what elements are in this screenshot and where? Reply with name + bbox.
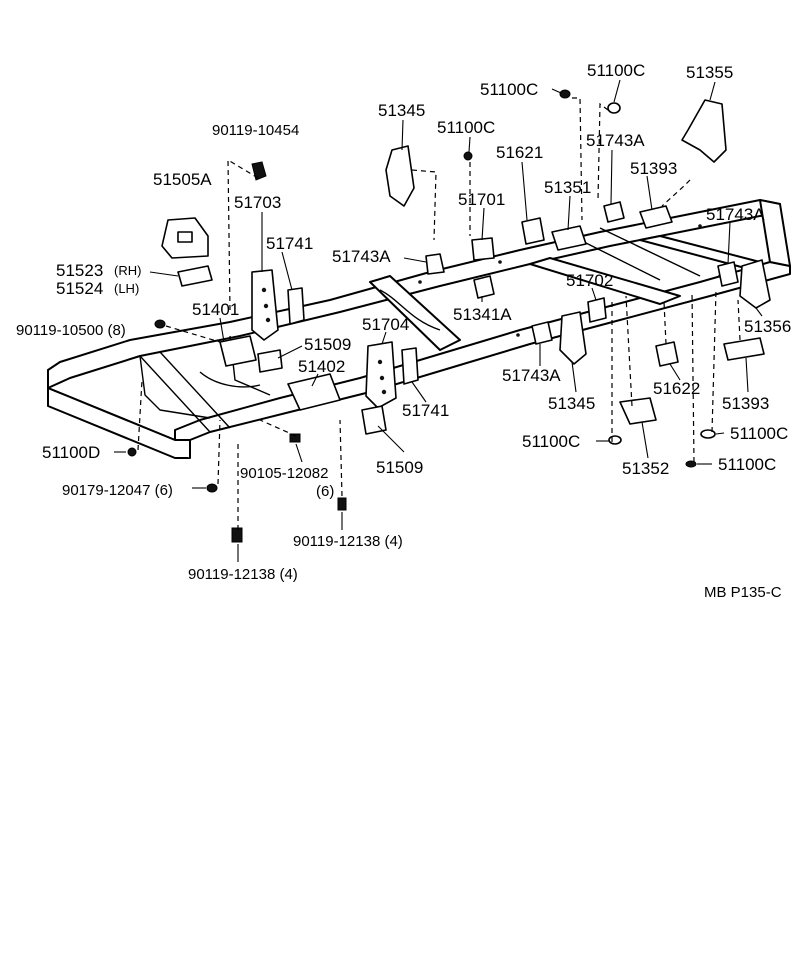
bracket-51351	[551, 225, 587, 251]
label-51100C-mid: 51100C	[437, 118, 495, 137]
bolt-90119-10454	[251, 161, 267, 181]
bracket-51701	[471, 237, 495, 261]
label-51509-lower: 51509	[376, 458, 423, 477]
plate-51352	[619, 397, 657, 425]
label-51352: 51352	[622, 459, 669, 478]
label-51351: 51351	[544, 178, 591, 197]
label-51523: 51523	[56, 261, 103, 280]
footer-diagram-code: MB P135-C	[704, 584, 782, 601]
label-51743A-top: 51743A	[586, 131, 645, 150]
pad-51509-upper	[257, 349, 283, 373]
label-90179-12047: 90179-12047 (6)	[62, 482, 173, 499]
bumper-51622	[655, 341, 679, 367]
label-51100D: 51100D	[42, 443, 100, 462]
bracket-51702	[587, 297, 607, 323]
assembly-lines	[137, 97, 741, 530]
label-51743A-lower: 51743A	[502, 366, 561, 385]
label-90119-10500: 90119-10500 (8)	[16, 322, 126, 339]
hanger-51345-top	[385, 145, 415, 207]
plate-51523	[177, 265, 213, 287]
label-51622: 51622	[653, 379, 700, 398]
bracket-51743A-top	[603, 201, 625, 223]
label-90105-12082-qty: (6)	[316, 483, 334, 500]
label-90119-12138-b: 90119-12138 (4)	[188, 566, 298, 583]
label-51100C-c: 51100C	[522, 432, 580, 451]
plate-51393-lower	[723, 337, 765, 361]
bracket-51704	[365, 341, 397, 409]
label-51741-lower: 51741	[402, 401, 449, 420]
label-51741-left: 51741	[266, 234, 313, 253]
label-51704: 51704	[362, 315, 409, 334]
pad-51509-lower	[361, 405, 387, 435]
label-51393-lower: 51393	[722, 394, 769, 413]
bracket-51741-lower	[401, 347, 419, 385]
label-90105-12082: 90105-12082	[240, 465, 328, 482]
hanger-51345-lower	[559, 311, 587, 365]
label-51702: 51702	[566, 271, 613, 290]
label-51341A: 51341A	[453, 305, 512, 324]
bracket-51743A-lower	[531, 321, 553, 345]
label-51355: 51355	[686, 63, 733, 82]
bracket-51341A	[473, 275, 495, 299]
bumper-51621	[521, 217, 545, 245]
plate-51393-top	[639, 205, 673, 229]
bracket-51355	[681, 99, 727, 163]
label-51505A: 51505A	[153, 170, 212, 189]
label-51402: 51402	[298, 357, 345, 376]
label-51401: 51401	[192, 300, 239, 319]
label-51100C-top1: 51100C	[480, 80, 538, 99]
label-51393-top: 51393	[630, 159, 677, 178]
bracket-51743A-right	[717, 261, 739, 287]
bracket-51741-left	[287, 287, 305, 325]
label-51703: 51703	[234, 193, 281, 212]
label-51743A-midleft: 51743A	[332, 247, 391, 266]
label-90119-12138-a: 90119-12138 (4)	[293, 533, 403, 550]
label-90119-10454: 90119-10454	[212, 122, 299, 139]
label-51523-rh: (RH)	[114, 263, 141, 278]
bracket-51743A-midleft	[425, 253, 445, 275]
label-51100C-top2: 51100C	[587, 61, 645, 80]
label-51509-upper: 51509	[304, 335, 351, 354]
label-51701: 51701	[458, 190, 505, 209]
leader-lines	[114, 79, 763, 562]
label-51100C-r2: 51100C	[718, 455, 776, 474]
label-51524-lh: (LH)	[114, 281, 139, 296]
label-51345-top: 51345	[378, 101, 425, 120]
label-51743A-right: 51743A	[706, 205, 765, 224]
label-51621: 51621	[496, 143, 543, 162]
part-labels: 51100C 51100C 51355 51345 90119-10454 51…	[16, 61, 791, 583]
bracket-51401	[219, 335, 257, 367]
bracket-51356	[739, 259, 771, 309]
label-51345-lower: 51345	[548, 394, 595, 413]
label-51356: 51356	[744, 317, 791, 336]
label-51524: 51524	[56, 279, 103, 298]
label-51100C-r1: 51100C	[730, 424, 788, 443]
